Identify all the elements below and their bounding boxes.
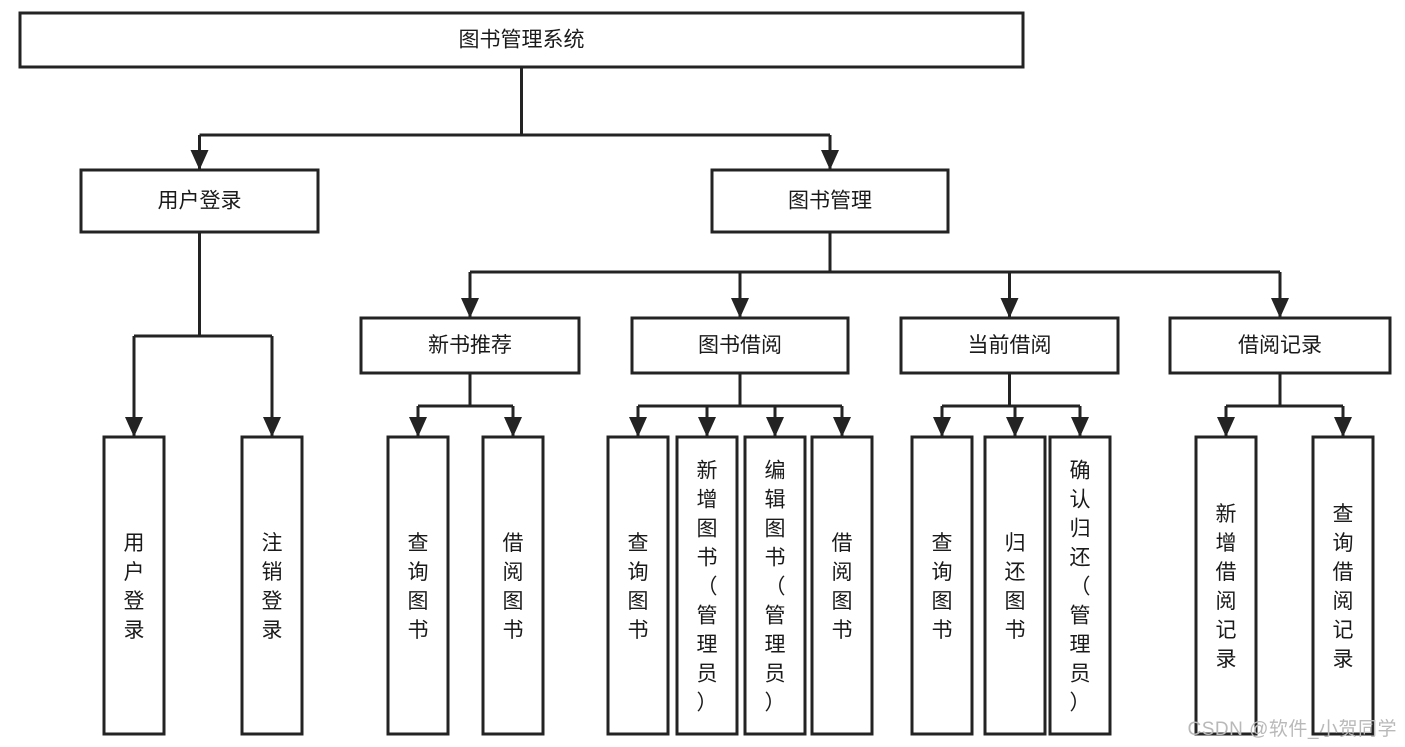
node-box-leaf-query-book-borrow <box>606 435 670 736</box>
node-label-new-book-rec: 新书推荐 <box>428 334 512 357</box>
node-leaf-edit-book-admin[interactable]: 编辑图书（管理员） <box>743 435 807 736</box>
node-box-leaf-query-borrow-record <box>1311 435 1375 736</box>
node-label-leaf-edit-book-admin: 编辑图书（管理员） <box>765 460 786 715</box>
arrow-head-icon-leaf-edit-book-admin <box>766 417 784 437</box>
arrow-head-icon-leaf-logout <box>263 417 281 437</box>
node-box-leaf-confirm-return-admin <box>1048 435 1112 736</box>
node-box-book-manage <box>710 168 950 234</box>
arrow-head-icon-book-manage <box>821 150 839 170</box>
node-borrow-record[interactable]: 借阅记录 <box>1168 316 1392 375</box>
node-box-leaf-add-borrow-record <box>1194 435 1258 736</box>
node-box-leaf-user-login <box>102 435 166 736</box>
node-box-borrow-record <box>1168 316 1392 375</box>
arrow-head-icon-borrow-record <box>1271 298 1289 318</box>
node-box-leaf-query-book-rec <box>386 435 450 736</box>
node-label-book-borrow: 图书借阅 <box>698 334 782 357</box>
node-box-leaf-edit-book-admin <box>743 435 807 736</box>
arrow-head-icon-leaf-query-book-borrow <box>629 417 647 437</box>
node-label-leaf-logout: 注销登录 <box>262 532 283 642</box>
node-label-leaf-add-book-admin: 新增图书（管理员） <box>697 460 718 715</box>
arrow-head-icon-leaf-borrow-book <box>833 417 851 437</box>
node-box-leaf-query-book-current <box>910 435 974 736</box>
node-new-book-rec[interactable]: 新书推荐 <box>359 316 581 375</box>
node-box-current-borrow <box>899 316 1120 375</box>
node-book-borrow[interactable]: 图书借阅 <box>630 316 850 375</box>
node-label-leaf-query-book-current: 查询图书 <box>932 532 953 642</box>
arrow-head-icon-leaf-borrow-book-rec <box>504 417 522 437</box>
node-label-current-borrow: 当前借阅 <box>968 334 1052 357</box>
node-box-leaf-borrow-book-rec <box>481 435 545 736</box>
arrow-head-icon-leaf-query-book-rec <box>409 417 427 437</box>
node-box-new-book-rec <box>359 316 581 375</box>
node-leaf-borrow-book[interactable]: 借阅图书 <box>810 435 874 736</box>
node-leaf-add-book-admin[interactable]: 新增图书（管理员） <box>675 435 739 736</box>
arrow-head-icon-user-login <box>190 150 209 170</box>
node-root[interactable]: 图书管理系统 <box>18 11 1025 69</box>
node-current-borrow[interactable]: 当前借阅 <box>899 316 1120 375</box>
arrow-head-icon-leaf-query-book-current <box>933 417 951 437</box>
arrow-head-icon-leaf-add-book-admin <box>698 417 716 437</box>
node-label-borrow-record: 借阅记录 <box>1238 334 1322 357</box>
node-label-leaf-user-login: 用户登录 <box>124 532 145 642</box>
arrow-head-icon-leaf-add-borrow-record <box>1217 417 1235 437</box>
node-label-leaf-query-borrow-record: 查询借阅记录 <box>1333 503 1354 671</box>
node-label-leaf-add-borrow-record: 新增借阅记录 <box>1216 503 1237 671</box>
node-leaf-query-book-current[interactable]: 查询图书 <box>910 435 974 736</box>
node-box-leaf-add-book-admin <box>675 435 739 736</box>
node-user-login[interactable]: 用户登录 <box>79 168 320 234</box>
watermark-text: CSDN @软件_小贺同学 <box>1187 719 1397 740</box>
node-label-leaf-borrow-book-rec: 借阅图书 <box>503 532 524 642</box>
node-label-leaf-query-book-borrow: 查询图书 <box>628 532 649 642</box>
node-book-manage[interactable]: 图书管理 <box>710 168 950 234</box>
node-leaf-query-book-borrow[interactable]: 查询图书 <box>606 435 670 736</box>
node-leaf-add-borrow-record[interactable]: 新增借阅记录 <box>1194 435 1258 736</box>
node-leaf-return-book[interactable]: 归还图书 <box>983 435 1047 736</box>
node-label-leaf-query-book-rec: 查询图书 <box>408 532 429 642</box>
node-leaf-confirm-return-admin[interactable]: 确认归还（管理员） <box>1048 435 1112 736</box>
node-leaf-query-book-rec[interactable]: 查询图书 <box>386 435 450 736</box>
node-leaf-query-borrow-record[interactable]: 查询借阅记录 <box>1311 435 1375 736</box>
node-label-leaf-return-book: 归还图书 <box>1005 532 1026 642</box>
node-leaf-logout[interactable]: 注销登录 <box>240 435 304 736</box>
node-box-leaf-logout <box>240 435 304 736</box>
node-box-leaf-borrow-book <box>810 435 874 736</box>
node-label-root: 图书管理系统 <box>459 29 585 52</box>
arrow-head-icon-new-book-rec <box>461 298 479 318</box>
node-leaf-user-login[interactable]: 用户登录 <box>102 435 166 736</box>
node-box-leaf-return-book <box>983 435 1047 736</box>
node-box-root <box>18 11 1025 69</box>
connector-edges <box>125 67 1352 437</box>
arrow-head-icon-book-borrow <box>731 298 749 318</box>
arrow-head-icon-leaf-user-login <box>125 417 143 437</box>
node-label-leaf-confirm-return-admin: 确认归还（管理员） <box>1070 460 1091 715</box>
node-leaf-borrow-book-rec[interactable]: 借阅图书 <box>481 435 545 736</box>
node-box-user-login <box>79 168 320 234</box>
node-box-book-borrow <box>630 316 850 375</box>
node-label-book-manage: 图书管理 <box>788 190 872 213</box>
node-label-user-login: 用户登录 <box>158 190 242 213</box>
node-boxes: 图书管理系统用户登录图书管理新书推荐图书借阅当前借阅借阅记录用户登录注销登录查询… <box>18 11 1392 736</box>
node-label-leaf-borrow-book: 借阅图书 <box>832 532 853 642</box>
arrow-head-icon-leaf-query-borrow-record <box>1334 417 1352 437</box>
arrow-head-icon-leaf-return-book <box>1006 417 1024 437</box>
arrow-head-icon-leaf-confirm-return-admin <box>1071 417 1089 437</box>
arrow-head-icon-current-borrow <box>1000 298 1019 318</box>
